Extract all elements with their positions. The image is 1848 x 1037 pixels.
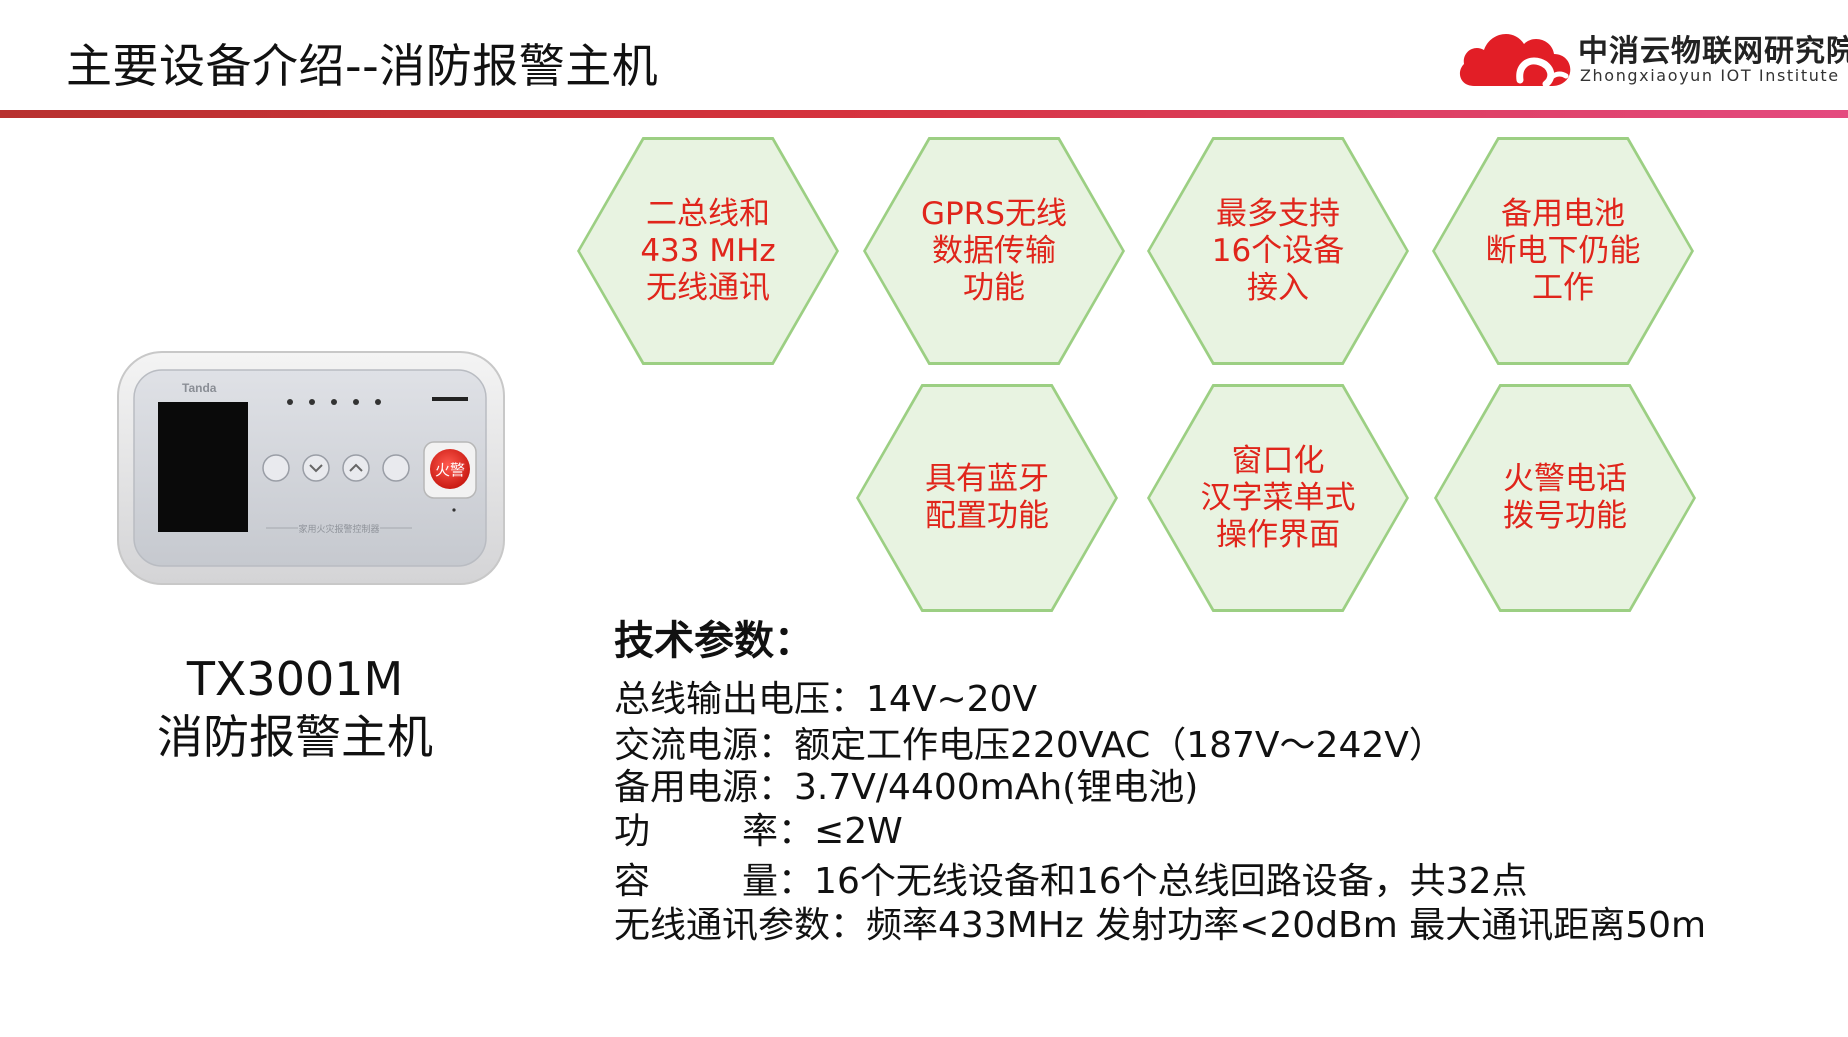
device-caption: TX3001M 消防报警主机 bbox=[100, 650, 490, 766]
device-panel-label: 家用火灾报警控制器 bbox=[298, 523, 379, 535]
feature-label: 最多支持 16个设备 接入 bbox=[1211, 195, 1345, 306]
feature-hexagon: 具有蓝牙 配置功能 bbox=[856, 384, 1118, 612]
specs-heading: 技术参数： bbox=[614, 618, 814, 664]
spec-row: 交流电源：额定工作电压220VAC（187V～242V） bbox=[614, 725, 1445, 766]
spec-key: 无线通讯参数 bbox=[614, 905, 831, 946]
spec-value: 14V~20V bbox=[866, 679, 1038, 720]
institute-logo: 中消云物联网研究院 Zhongxiaoyun IOT Institute bbox=[1456, 22, 1848, 92]
spec-key: 容 bbox=[614, 861, 651, 902]
header-accent-line bbox=[0, 110, 1848, 118]
spec-value: 额定工作电压220VAC（187V～242V） bbox=[794, 725, 1445, 766]
feature-label: 窗口化 汉字菜单式 操作界面 bbox=[1200, 442, 1356, 553]
device-brand: Tanda bbox=[182, 381, 217, 395]
feature-hexagon: 最多支持 16个设备 接入 bbox=[1147, 137, 1409, 365]
feature-hexagon: 窗口化 汉字菜单式 操作界面 bbox=[1147, 384, 1409, 612]
feature-label: 备用电池 断电下仍能 工作 bbox=[1485, 195, 1641, 306]
spec-row: 容量：16个无线设备和16个总线回路设备，共32点 bbox=[614, 861, 1528, 902]
spec-row: 功率：≤2W bbox=[614, 811, 903, 852]
logo-name-en: Zhongxiaoyun IOT Institute bbox=[1580, 66, 1840, 85]
spec-value: 频率433MHz 发射功率<20dBm 最大通讯距离50m bbox=[866, 905, 1707, 946]
spec-row: 总线输出电压：14V~20V bbox=[614, 679, 1038, 720]
spec-key: 量 bbox=[742, 861, 779, 902]
spec-key: 率 bbox=[742, 811, 779, 852]
feature-label: 火警电话 拨号功能 bbox=[1503, 461, 1627, 534]
slide-title: 主要设备介绍--消防报警主机 bbox=[66, 39, 659, 93]
spec-key: 功 bbox=[614, 811, 651, 852]
device-model: TX3001M bbox=[186, 652, 404, 706]
cloud-logo-icon bbox=[1459, 33, 1571, 88]
logo-name-cn: 中消云物联网研究院 bbox=[1578, 34, 1848, 69]
feature-hexagon: 备用电池 断电下仍能 工作 bbox=[1432, 137, 1694, 365]
device-name: 消防报警主机 bbox=[157, 710, 433, 764]
feature-label: 具有蓝牙 配置功能 bbox=[925, 461, 1049, 534]
spec-value: 16个无线设备和16个总线回路设备，共32点 bbox=[814, 861, 1528, 902]
spec-value: 3.7V/4400mAh(锂电池) bbox=[794, 767, 1199, 808]
alarm-host-device-image: Tanda 火警 家用火灾报警控制器 bbox=[117, 351, 505, 585]
spec-key: 交流电源 bbox=[614, 725, 759, 766]
feature-label: 二总线和 433 MHz 无线通讯 bbox=[640, 195, 776, 306]
spec-key: 总线输出电压 bbox=[614, 679, 831, 720]
alarm-button-label: 火警 bbox=[435, 461, 465, 479]
feature-hexagon: GPRS无线 数据传输 功能 bbox=[863, 137, 1125, 365]
spec-row: 无线通讯参数：频率433MHz 发射功率<20dBm 最大通讯距离50m bbox=[614, 905, 1707, 946]
spec-value: ≤2W bbox=[814, 811, 903, 852]
spec-key: 备用电源 bbox=[614, 767, 759, 808]
feature-hexagon: 火警电话 拨号功能 bbox=[1434, 384, 1696, 612]
feature-label: GPRS无线 数据传输 功能 bbox=[921, 195, 1067, 306]
feature-hexagon: 二总线和 433 MHz 无线通讯 bbox=[577, 137, 839, 365]
spec-row: 备用电源：3.7V/4400mAh(锂电池) bbox=[614, 767, 1199, 808]
